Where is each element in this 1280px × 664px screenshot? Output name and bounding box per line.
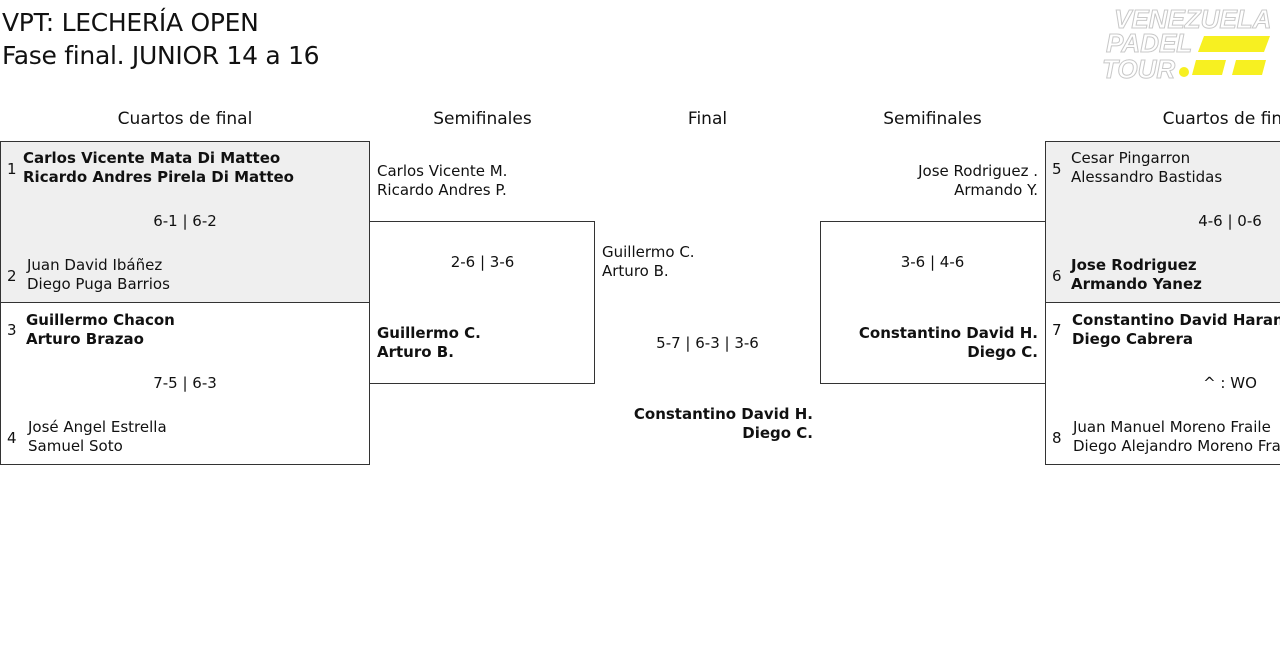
- player-name: Guillermo C.: [377, 324, 481, 342]
- player-name: Ricardo Andres P.: [377, 181, 507, 199]
- player-name: Constantino David H.: [633, 405, 813, 423]
- player-name: Juan David Ibáñez: [27, 256, 163, 274]
- left-semifinal-bracket: [369, 221, 595, 384]
- right-quarter-match-2: [1045, 302, 1280, 465]
- logo-accent-shapes: [1179, 36, 1270, 77]
- seed-number: 4: [7, 429, 17, 447]
- player-name: Ricardo Andres Pirela Di Matteo: [23, 168, 294, 186]
- round-header-final: Final: [687, 109, 728, 129]
- match-score: 5-7 | 6-3 | 3-6: [656, 334, 759, 352]
- player-name: Diego C.: [967, 343, 1038, 361]
- seed-number: 5: [1052, 160, 1062, 178]
- player-name: Guillermo Chacon: [26, 311, 175, 329]
- seed-number: 8: [1052, 429, 1062, 447]
- match-score: 4-6 | 0-6: [1198, 212, 1262, 230]
- match-score: 6-1 | 6-2: [153, 212, 217, 230]
- player-name: Jose Rodriguez: [1071, 256, 1197, 274]
- player-name: Juan Manuel Moreno Fraile: [1073, 418, 1271, 436]
- player-name: Armando Yanez: [1071, 275, 1202, 293]
- venezuela-padel-tour-logo: VENEZUELA PADEL TOUR: [1100, 2, 1276, 85]
- player-name: Constantino David H.: [858, 324, 1038, 342]
- player-name: Arturo B.: [377, 343, 454, 361]
- player-name: Carlos Vicente M.: [377, 162, 508, 180]
- match-score: 3-6 | 4-6: [900, 253, 965, 271]
- player-name: Arturo Brazao: [26, 330, 144, 348]
- match-score: ^ : WO: [1203, 374, 1257, 392]
- player-name: Diego C.: [742, 424, 813, 442]
- logo-text-2: PADEL: [1106, 28, 1192, 58]
- player-name: Diego Puga Barrios: [27, 275, 170, 293]
- match-score: 2-6 | 3-6: [450, 253, 515, 271]
- player-name: Alessandro Bastidas: [1071, 168, 1223, 186]
- logo-text-1: VENEZUELA: [1114, 4, 1271, 34]
- seed-number: 3: [7, 321, 17, 339]
- seed-number: 2: [7, 267, 17, 285]
- right-quarter-match-1: [1045, 141, 1280, 303]
- player-name: Arturo B.: [602, 262, 669, 280]
- seed-number: 7: [1052, 321, 1062, 339]
- match-score: 7-5 | 6-3: [153, 374, 217, 392]
- tournament-title: VPT: LECHERÍA OPEN: [2, 8, 259, 37]
- logo-text-3: TOUR: [1102, 54, 1175, 82]
- seed-number: 1: [7, 160, 17, 178]
- player-name: Carlos Vicente Mata Di Matteo: [23, 149, 281, 167]
- player-name: Jose Rodriguez .: [918, 162, 1038, 180]
- player-name: Constantino David Haranki: [1072, 311, 1280, 329]
- player-name: Cesar Pingarron: [1071, 149, 1191, 167]
- player-name: Samuel Soto: [28, 437, 123, 455]
- round-header-left-quarters: Cuartos de final: [117, 109, 253, 129]
- player-name: Guillermo C.: [602, 243, 695, 261]
- player-name: Armando Y.: [954, 181, 1038, 199]
- round-header-right-quarters: Cuartos de final: [1162, 109, 1280, 129]
- round-header-right-semis: Semifinales: [883, 109, 982, 129]
- seed-number: 6: [1052, 267, 1062, 285]
- phase-subtitle: Fase final. JUNIOR 14 a 16: [2, 41, 320, 70]
- player-name: Diego Alejandro Moreno Fra: [1073, 437, 1280, 455]
- player-name: José Angel Estrella: [28, 418, 167, 436]
- player-name: Diego Cabrera: [1072, 330, 1193, 348]
- round-header-left-semis: Semifinales: [433, 109, 532, 129]
- left-quarter-match-1: [0, 141, 370, 303]
